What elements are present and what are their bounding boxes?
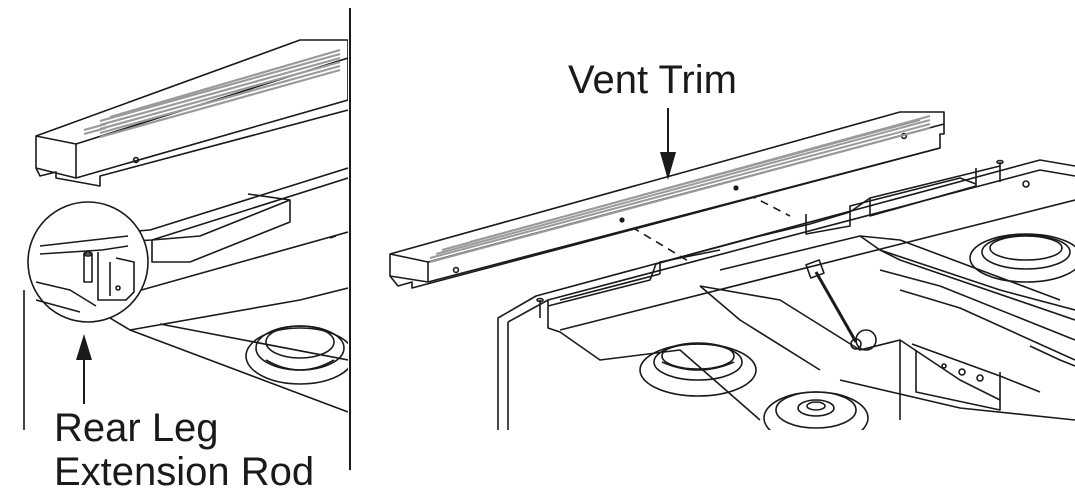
vent-slots: [429, 115, 931, 263]
vent-trim-label: Vent Trim: [568, 58, 737, 102]
vent-trim: [389, 111, 945, 289]
vent-slots: [83, 48, 341, 139]
right-overview: [389, 108, 1075, 430]
burner-front: [763, 391, 869, 430]
vent-trim-arrow: [660, 108, 676, 180]
rear-leg-extension-rod: [83, 253, 93, 283]
screw-hole: [452, 266, 460, 274]
vent-trim-detail: [35, 39, 348, 187]
rear-leg-label-line2: Extension Rod: [54, 450, 315, 494]
left-detail-view: [23, 39, 348, 430]
zoom-circle: [27, 201, 149, 323]
range-body: [497, 159, 1075, 430]
burner-right: [969, 233, 1075, 283]
screw-hole: [132, 156, 140, 164]
rear-leg-arrow: [76, 334, 92, 404]
rear-leg-label-line1: Rear Leg: [54, 406, 219, 450]
alignment-guide: [735, 187, 791, 217]
burner-left: [639, 342, 757, 397]
